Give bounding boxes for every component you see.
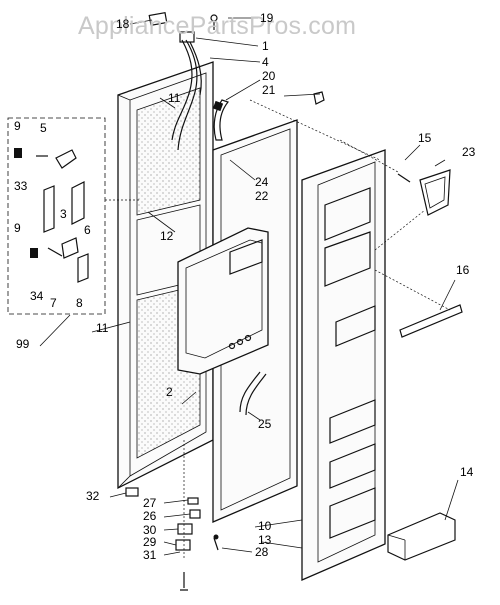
part-label-29: 29 xyxy=(143,535,157,549)
part-label-31: 31 xyxy=(143,548,157,562)
bottom-hinge-hardware xyxy=(125,487,219,591)
part-label-26: 26 xyxy=(143,509,157,523)
part-label-33: 33 xyxy=(14,179,28,193)
part-label-22: 22 xyxy=(255,189,269,203)
part-label-6: 6 xyxy=(84,223,91,237)
part-label-9-top: 9 xyxy=(14,119,21,133)
part-label-15: 15 xyxy=(418,131,432,145)
part-label-30: 30 xyxy=(143,523,157,537)
pin xyxy=(397,173,411,183)
part-label-14: 14 xyxy=(460,465,474,479)
part-label-20: 20 xyxy=(262,69,276,83)
leader-lines xyxy=(39,17,459,560)
ice-chute xyxy=(419,169,451,216)
door-shelf xyxy=(387,512,456,561)
part-label-13: 13 xyxy=(258,533,272,547)
part-label-12: 12 xyxy=(160,229,174,243)
part-label-28: 28 xyxy=(255,545,269,559)
part-label-2: 2 xyxy=(166,385,173,399)
part-label-25: 25 xyxy=(258,417,272,431)
kit-parts xyxy=(14,148,89,283)
part-label-32: 32 xyxy=(86,489,100,503)
outer-door-panel xyxy=(117,61,214,490)
part-label-27: 27 xyxy=(143,496,157,510)
part-label-21: 21 xyxy=(262,83,276,97)
wiring-harness xyxy=(171,31,202,151)
part-label-4: 4 xyxy=(262,55,269,69)
inner-door-liner xyxy=(301,149,386,581)
part-label-11-side: 11 xyxy=(96,321,109,335)
part-label-11-top: 11 xyxy=(168,91,181,105)
trim-strip xyxy=(399,304,463,338)
part-label-23: 23 xyxy=(462,145,476,159)
part-label-19: 19 xyxy=(260,11,274,25)
part-label-24: 24 xyxy=(255,175,269,189)
kit-group-box xyxy=(7,117,106,315)
part-label-34: 34 xyxy=(30,289,44,303)
part-label-8: 8 xyxy=(76,296,83,310)
part-label-7: 7 xyxy=(50,296,57,310)
part-label-3: 3 xyxy=(60,207,67,221)
part-label-18: 18 xyxy=(116,17,130,31)
site-watermark: AppliancePartsPros.com xyxy=(78,12,357,40)
drain-tube-outline xyxy=(245,373,267,416)
hinge-parts xyxy=(212,91,325,141)
part-label-10: 10 xyxy=(258,519,272,533)
part-label-99: 99 xyxy=(16,337,30,351)
part-label-16: 16 xyxy=(456,263,470,277)
part-label-5: 5 xyxy=(40,121,47,135)
dispenser-housing xyxy=(177,227,269,375)
part-label-1: 1 xyxy=(262,39,269,53)
part-label-9-mid: 9 xyxy=(14,221,21,235)
drain-tube xyxy=(239,371,261,413)
